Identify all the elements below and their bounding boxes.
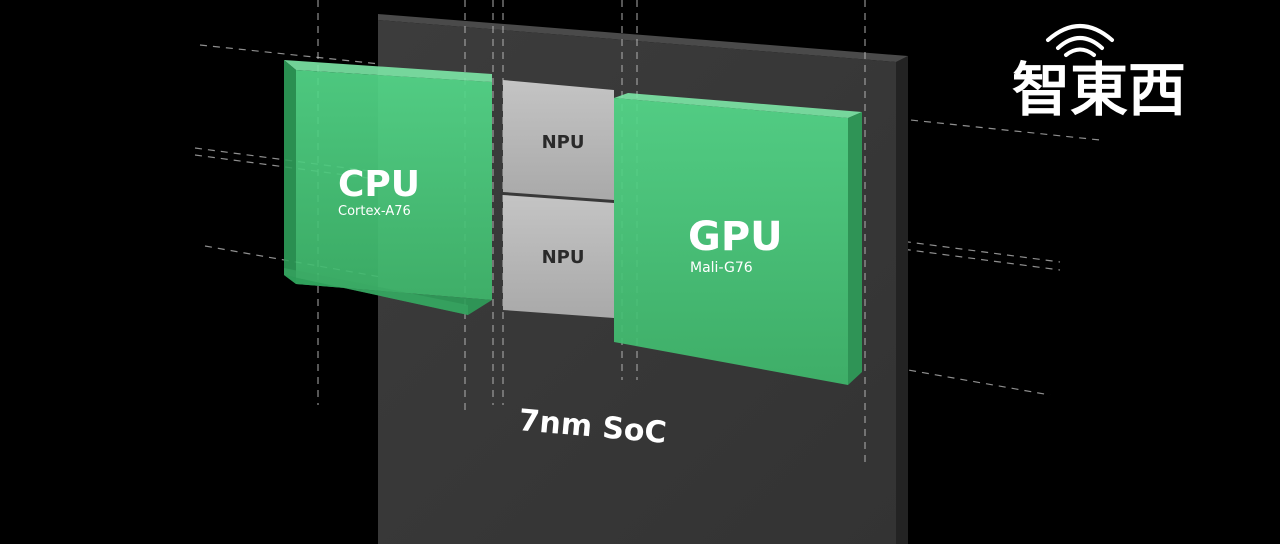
cpu-block: CPU Cortex-A76 bbox=[284, 60, 492, 315]
gpu-block: GPU Mali-G76 bbox=[614, 93, 862, 385]
npu-bottom-label: NPU bbox=[542, 247, 585, 268]
cpu-label: CPU bbox=[338, 164, 420, 205]
brand-logo: 智東西 bbox=[1012, 24, 1186, 124]
gpu-sublabel: Mali-G76 bbox=[690, 260, 753, 276]
npu-block-top: NPU bbox=[503, 80, 614, 200]
npu-block-bottom: NPU bbox=[503, 195, 614, 318]
cpu-sublabel: Cortex-A76 bbox=[338, 204, 411, 219]
gpu-label: GPU bbox=[688, 214, 783, 260]
wifi-icon bbox=[1046, 24, 1114, 57]
brand-logo-text: 智東西 bbox=[1012, 56, 1186, 124]
npu-top-label: NPU bbox=[542, 132, 585, 153]
